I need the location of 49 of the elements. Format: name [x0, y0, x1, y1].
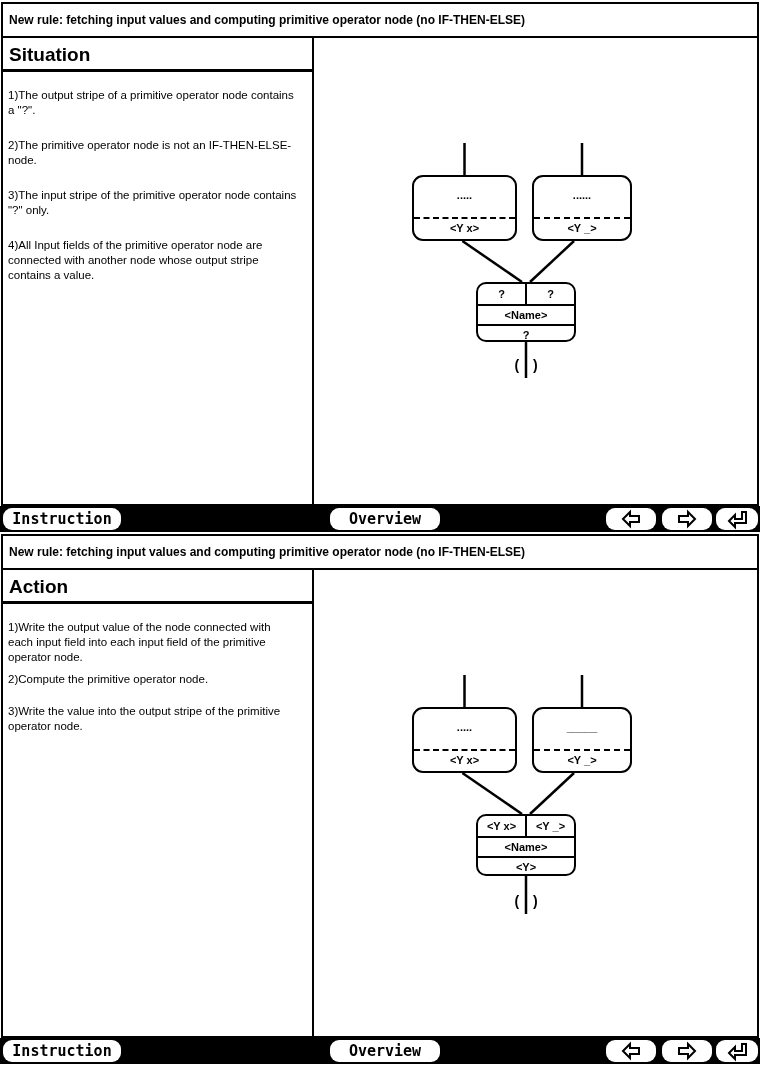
output-stripe: <Y x> [448, 753, 481, 768]
output-stripe: ? [478, 324, 574, 340]
value-node [412, 175, 517, 241]
output-stripe: <Y _> [566, 753, 598, 768]
operator-node [476, 282, 576, 342]
overview-button: Overview [330, 1040, 440, 1062]
step-text: 2)Compute the primitive operator node. [8, 672, 210, 687]
node-value-text: _____ [565, 720, 599, 735]
node-value-text: ..... [455, 188, 474, 203]
section-heading: Action [3, 572, 312, 604]
step-text: 1)The output stripe of a primitive operator node contains a "?". [8, 88, 295, 118]
connector-line [580, 675, 584, 707]
connector-line [524, 876, 528, 914]
connector-line [524, 342, 528, 378]
step-text: 4)All Input fields of the primitive operator node are connected with another node whose output stripe contains a value. [8, 238, 264, 283]
node-value-text: ...... [571, 188, 593, 203]
input-field: <Y _> [527, 816, 574, 836]
input-field: <Y x> [478, 816, 527, 836]
connector-line [461, 771, 523, 816]
output-stripe: <Y x> [448, 221, 481, 236]
section-heading: Situation [3, 40, 312, 72]
value-node [412, 707, 517, 773]
operator-name: <Name> [478, 836, 574, 858]
instruction-button: Instruction [3, 508, 121, 530]
operator-name: <Name> [478, 304, 574, 326]
input-field: ? [478, 284, 527, 304]
step-text: 3)Write the value into the output stripe of the primitive operator node. [8, 704, 282, 734]
value-node [532, 175, 632, 241]
step-text: 3)The input stripe of the primitive operator node contains "?" only. [8, 188, 298, 218]
connector-line [529, 240, 575, 283]
result-parentheses: ( ) [505, 356, 547, 374]
instruction-button: Instruction [3, 1040, 121, 1062]
connector-line [461, 239, 523, 284]
node-value-text: ..... [455, 720, 474, 735]
input-field: ? [527, 284, 574, 304]
connector-line [529, 772, 575, 815]
overview-button: Overview [330, 508, 440, 530]
value-node [532, 707, 632, 773]
connector-line [463, 675, 466, 707]
output-stripe: <Y> [478, 856, 574, 874]
connector-line [580, 143, 584, 175]
output-stripe: <Y _> [566, 221, 598, 236]
title-bar: New rule: fetching input values and computing primitive operator node (no IF-THEN-ELSE) [1, 2, 759, 38]
step-text: 1)Write the output value of the node connected with each input field into each input field of the primitive operator node. [8, 620, 272, 665]
title-bar: New rule: fetching input values and computing primitive operator node (no IF-THEN-ELSE) [1, 534, 759, 570]
operator-node [476, 814, 576, 876]
result-parentheses: ( ) [505, 892, 547, 910]
step-text: 2)The primitive operator node is not an IF-THEN-ELSE-node. [8, 138, 293, 168]
connector-line [463, 143, 466, 175]
